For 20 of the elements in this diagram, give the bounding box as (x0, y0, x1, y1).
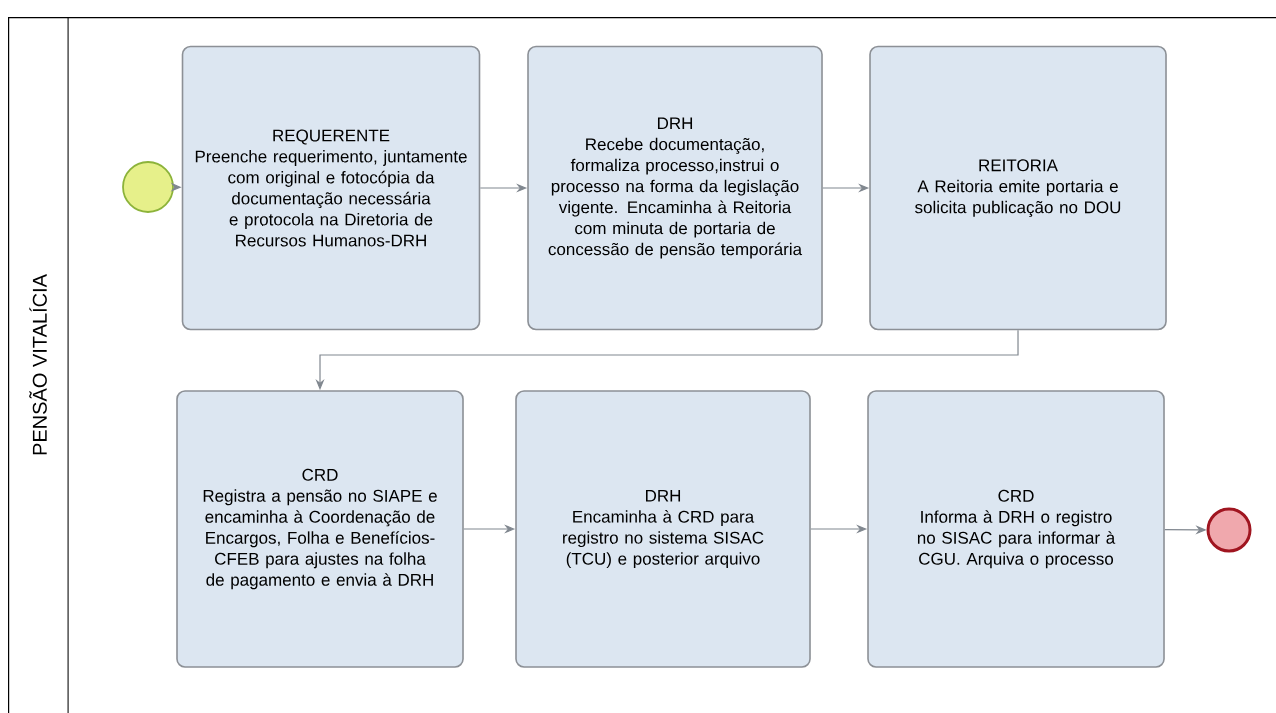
task-title: DRH (658, 117, 692, 130)
task-description: Preenche requerimento, juntamente com original e fotocópia da documentação necessária e protocola na Diretoria de Recursos Humanos-DRH (195, 150, 467, 247)
task-description: Encaminha à CRD para registro no sistema SISAC (TCU) e posterior arquivo (563, 510, 764, 569)
task-box (515, 390, 811, 668)
end-event-circle (1206, 507, 1252, 553)
task-box (176, 390, 464, 668)
task-box (527, 45, 823, 331)
task-title: REQUERENTE (273, 129, 390, 145)
task-title: DRH (646, 489, 680, 502)
task-title: CRD (302, 468, 338, 481)
task-description: A Reitoria emite portaria e solicita publicação no DOU (915, 179, 1121, 217)
task-box (181, 45, 481, 331)
task-description: Informa à DRH o registro no SISAC para informar à CGU. Arquiva o processo (917, 510, 1116, 569)
task-title: REITORIA (979, 159, 1058, 172)
start-event-circle (122, 161, 174, 213)
task-description: Registra a pensão no SIAPE e encaminha à Coordenação de Encargos, Folha e Benefícios-CFEB para ajustes na folha de pagamento e envia à DRH (203, 489, 437, 590)
task-description: Recebe documentação, formaliza processo,instrui o processo na forma da legislação vigente. Encaminha à Reitoria com minuta de portaria de concessão de pensão temporária (548, 137, 803, 259)
task-title: CRD (998, 489, 1034, 502)
task-box (867, 390, 1165, 668)
task-box (869, 45, 1167, 331)
